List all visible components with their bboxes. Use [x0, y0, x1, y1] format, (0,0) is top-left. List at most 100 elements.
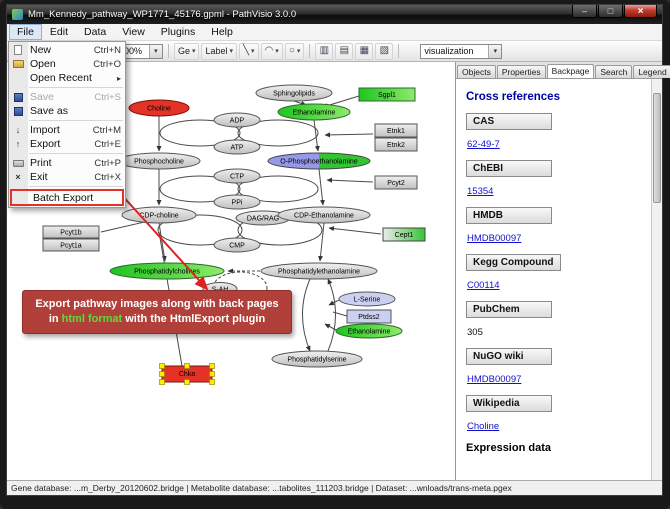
app-icon — [12, 9, 23, 20]
gene-etnk1[interactable]: Etnk1 — [374, 123, 418, 138]
tab-legend[interactable]: Legend — [633, 65, 670, 78]
tab-backpage[interactable]: Backpage — [546, 64, 595, 78]
menu-help[interactable]: Help — [211, 26, 233, 38]
callout-text-after: with the HtmlExport plugin — [122, 312, 266, 325]
stack-vertical-button[interactable]: ▧ — [375, 42, 394, 60]
file-menu-item-batch-export[interactable]: Batch Export — [10, 189, 124, 206]
selection-handles[interactable] — [159, 363, 215, 385]
xref-link[interactable]: 62-49-7 — [467, 139, 500, 150]
xref-link[interactable]: 15354 — [467, 186, 494, 197]
file-menu-item-export[interactable]: ↑ Export Ctrl+E — [15, 138, 121, 150]
tab-properties[interactable]: Properties — [496, 65, 546, 78]
gene-chka[interactable]: Chka — [159, 363, 215, 385]
xref-link[interactable]: C00114 — [467, 280, 500, 291]
minimize-button[interactable]: – — [572, 5, 597, 18]
panel-scrollbar[interactable] — [651, 79, 662, 480]
file-menu-item-save[interactable]: Save Ctrl+S — [9, 90, 125, 104]
node-phosphocholine[interactable]: Phosphocholine — [117, 152, 201, 170]
node-phosphatidylethanolamine[interactable]: Phosphatidylethanolamine — [260, 262, 378, 280]
add-gene-product-button[interactable]: Ge ▾ — [173, 42, 200, 60]
menu-separator — [29, 87, 123, 88]
node-choline[interactable]: Choline — [128, 99, 190, 117]
node-cdp-ethanolamine[interactable]: CDP-Ethanolamine — [277, 206, 371, 224]
align-horizontal-button[interactable]: ▥ — [315, 42, 334, 60]
node-ethanolamine-2[interactable]: Ethanolamine — [335, 323, 403, 339]
node-phosphatidylserine[interactable]: Phosphatidylserine — [271, 350, 363, 368]
file-menu-item-print[interactable]: Print Ctrl+P — [9, 156, 125, 170]
gene-etnk2[interactable]: Etnk2 — [374, 137, 418, 152]
gene-pcyt1a[interactable]: Pcyt1a — [42, 238, 100, 252]
node-label: Cept1 — [395, 232, 414, 239]
menu-view[interactable]: View — [122, 26, 145, 38]
line-tool-button[interactable]: ╲ ▾ — [239, 42, 259, 60]
file-menu-item-open-recent[interactable]: Open Recent ▸ — [30, 72, 121, 84]
add-label-button[interactable]: Label ▾ — [201, 42, 238, 60]
gene-ptdss2[interactable]: Ptdss2 — [346, 309, 392, 324]
align-horizontal-icon: ▥ — [319, 45, 330, 56]
window-controls: – □ × — [571, 5, 657, 18]
gene-cept1[interactable]: Cept1 — [382, 227, 426, 242]
menu-edit[interactable]: Edit — [49, 26, 69, 38]
xref-entry: Kegg Compound C00114 — [466, 254, 645, 293]
zoom-combobox[interactable]: 100% ▾ — [114, 43, 163, 59]
tab-search[interactable]: Search — [595, 65, 633, 78]
gene-sgpl1[interactable]: Sgpl1 — [358, 87, 416, 102]
export-icon: ↑ — [15, 139, 21, 149]
visualization-combobox[interactable]: visualization ▾ — [420, 43, 503, 59]
node-cmp[interactable]: CMP — [213, 237, 261, 253]
menu-file[interactable]: File — [9, 24, 42, 40]
chevron-down-icon: ▾ — [296, 48, 301, 55]
gene-pcyt1b[interactable]: Pcyt1b — [42, 225, 100, 239]
node-label: Ethanolamine — [348, 329, 391, 336]
titlebar[interactable]: Mm_Kennedy_pathway_WP1771_45176.gpml - P… — [7, 5, 662, 24]
maximize-button[interactable]: □ — [598, 5, 623, 18]
node-label: CDP-choline — [139, 213, 178, 220]
shape-tool-button[interactable]: ○ ▾ — [284, 42, 305, 60]
xref-link[interactable]: HMDB00097 — [467, 233, 522, 244]
backpage-content: Cross references CAS 62-49-7 ChEBI 15354… — [456, 79, 651, 480]
file-menu-item-new[interactable]: New Ctrl+N — [9, 43, 125, 57]
file-menu-item-exit[interactable]: × Exit Ctrl+X — [15, 171, 121, 183]
node-phosphatidylcholines[interactable]: Phosphatidylcholines — [109, 262, 225, 280]
side-panel: Objects Properties Backpage Search Legen… — [456, 62, 670, 480]
file-menu-item-save-as[interactable]: Save as — [9, 104, 125, 118]
node-label: Sphingolipids — [273, 91, 315, 98]
stack-horizontal-button[interactable]: ▦ — [355, 42, 374, 60]
node-ppi[interactable]: PPi — [213, 194, 261, 210]
arc-tool-button[interactable]: ◠ ▾ — [260, 42, 283, 60]
node-ethanolamine[interactable]: Ethanolamine — [277, 103, 351, 121]
close-button[interactable]: × — [624, 5, 657, 18]
scrollbar-thumb[interactable] — [653, 93, 661, 203]
cross-references-heading: Cross references — [466, 91, 560, 103]
save-as-icon — [13, 106, 23, 116]
xref-link[interactable]: HMDB00097 — [467, 374, 522, 385]
node-adp[interactable]: ADP — [213, 112, 261, 128]
node-o-phosphoethanolamine[interactable]: O-Phosphoethanolamine — [267, 152, 371, 170]
xref-database: Wikipedia — [466, 395, 552, 412]
toolbar-separator — [167, 44, 169, 58]
xref-link[interactable]: Choline — [467, 421, 500, 432]
menu-plugins[interactable]: Plugins — [160, 26, 196, 38]
xref-entry: CAS 62-49-7 — [466, 113, 645, 152]
file-menu-item-open[interactable]: Open Ctrl+O — [9, 57, 125, 71]
node-label: DAG/RAG — [247, 216, 279, 223]
node-sphingolipids[interactable]: Sphingolipids — [255, 84, 333, 102]
node-ctp[interactable]: CTP — [213, 168, 261, 184]
node-l-serine[interactable]: L-Serine — [338, 291, 396, 307]
node-label: ATP — [230, 145, 243, 152]
node-atp[interactable]: ATP — [213, 139, 261, 155]
node-label: Phosphocholine — [134, 159, 184, 166]
align-vertical-button[interactable]: ▤ — [335, 42, 354, 60]
file-menu-item-import[interactable]: ↓ Import Ctrl+M — [15, 124, 121, 136]
backpage-body: Cross references CAS 62-49-7 ChEBI 15354… — [456, 78, 662, 480]
gene-pcyt2[interactable]: Pcyt2 — [374, 175, 418, 190]
node-label: Phosphatidylcholines — [134, 269, 200, 276]
node-cdp-choline[interactable]: CDP-choline — [121, 206, 197, 224]
toolbar-separator — [398, 44, 400, 58]
node-label: CTP — [230, 174, 244, 181]
menu-data[interactable]: Data — [84, 26, 107, 38]
visualization-value: visualization — [424, 46, 474, 56]
tab-objects[interactable]: Objects — [457, 65, 496, 78]
xref-database: HMDB — [466, 207, 552, 224]
xref-database: CAS — [466, 113, 552, 130]
